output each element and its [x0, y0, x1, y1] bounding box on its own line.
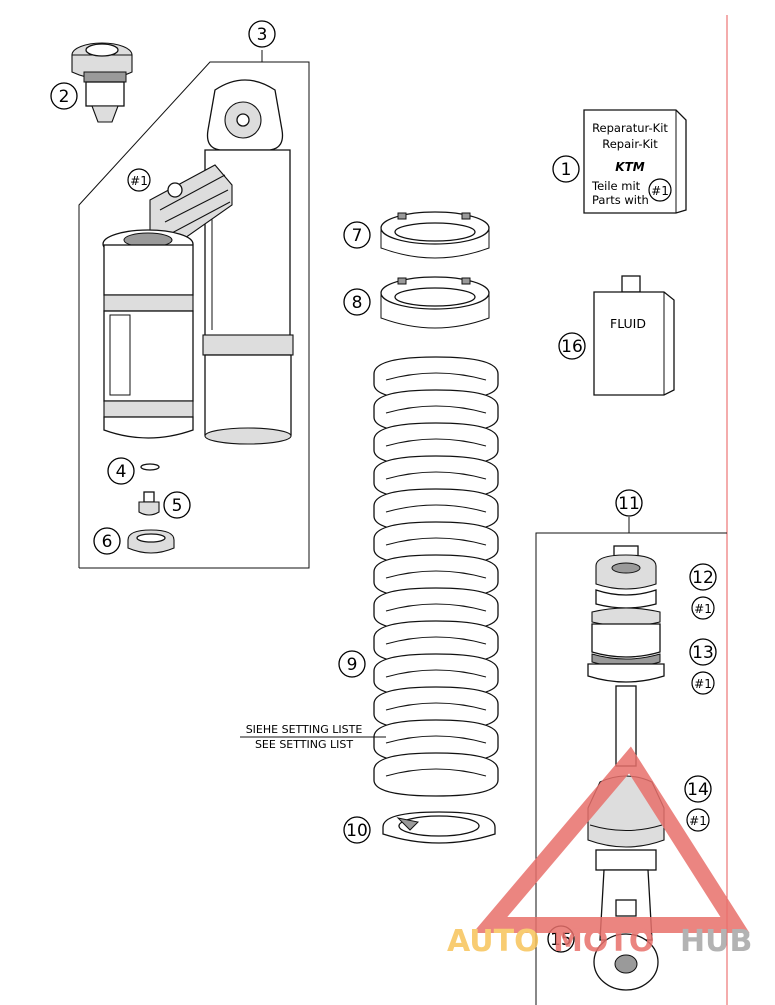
group-frame-11	[535, 532, 727, 1005]
part-damper-body	[102, 79, 294, 445]
spring-coil-edge	[385, 636, 487, 645]
spring-coil-edge	[385, 768, 487, 777]
callout-label: 5	[172, 496, 183, 516]
repair-kit-line4: Parts with	[592, 193, 649, 207]
fluid-bottle: FLUID	[593, 275, 675, 396]
part-spring	[373, 356, 499, 797]
watermark-moto: MOTO	[553, 924, 654, 959]
callout-10: 10	[343, 816, 371, 844]
spring-coil-edge	[385, 603, 487, 612]
kit-marker-label: #1	[689, 814, 707, 828]
callout-13: 13	[689, 638, 717, 666]
callout-label: 8	[352, 293, 363, 313]
part-lock-nut	[380, 276, 490, 329]
callout-6: 6	[93, 527, 121, 555]
callout-1: 1	[552, 155, 580, 183]
spring-coil-edge	[385, 669, 487, 678]
kit-marker: #1	[648, 178, 672, 202]
callout-3: 3	[248, 20, 276, 48]
watermark-hub: HUB	[680, 924, 752, 959]
callout-12: 12	[689, 563, 717, 591]
kit-marker-label: #1	[130, 174, 148, 188]
kit-marker: #1	[686, 808, 710, 832]
callout-label: 10	[346, 821, 368, 841]
repair-kit-line3: Teile mit	[591, 179, 641, 193]
callout-label: 14	[687, 780, 709, 800]
ktm-logo: KTM	[615, 160, 644, 174]
repair-kit-box: Reparatur-Kit Repair-Kit KTM Teile mit P…	[583, 109, 687, 214]
spring-coil-edge	[385, 570, 487, 579]
kit-marker-label: #1	[651, 184, 669, 198]
part-o-ring	[140, 463, 160, 471]
callout-14: 14	[684, 775, 712, 803]
setting-note-line1: SIEHE SETTING LISTE	[246, 723, 363, 736]
kit-marker: #1	[127, 168, 151, 192]
repair-kit-line2: Repair-Kit	[602, 137, 658, 151]
callout-label: 3	[257, 25, 268, 45]
spring-coil-edge	[385, 537, 487, 546]
callout-2: 2	[50, 82, 78, 110]
part-valve	[138, 491, 160, 516]
kit-marker: #1	[691, 596, 715, 620]
callout-11: 11	[615, 489, 643, 517]
spring-coil-edge	[385, 405, 487, 414]
kit-marker-label: #1	[694, 677, 712, 691]
part-reservoir-cap	[71, 42, 133, 123]
setting-note-line2: SEE SETTING LIST	[255, 738, 353, 751]
callout-label: 2	[59, 87, 70, 107]
spring-coil-edge	[385, 471, 487, 480]
callout-9: 9	[338, 650, 366, 678]
callout-label: 15	[550, 930, 572, 950]
spring-coil-edge	[385, 504, 487, 513]
callout-label: 11	[618, 494, 640, 514]
part-spring-retainer	[382, 811, 496, 844]
group-frame-3	[78, 61, 310, 569]
callout-label: 6	[102, 532, 113, 552]
callout-8: 8	[343, 288, 371, 316]
callout-label: 12	[692, 568, 714, 588]
spring-coil-edge	[385, 702, 487, 711]
callout-4: 4	[107, 457, 135, 485]
spring-coil-edge	[385, 735, 487, 744]
callout-label: 13	[692, 643, 714, 663]
callout-label: 1	[561, 160, 572, 180]
part-seal-ring	[127, 529, 175, 554]
repair-kit-line1: Reparatur-Kit	[592, 121, 668, 135]
callout-label: 7	[352, 226, 363, 246]
callout-label: 4	[116, 462, 127, 482]
spring-coil	[373, 752, 499, 797]
callout-16: 16	[558, 332, 586, 360]
spring-coil-edge	[385, 372, 487, 381]
fluid-label: FLUID	[610, 316, 646, 331]
spring-coil-edge	[385, 438, 487, 447]
callout-5: 5	[163, 491, 191, 519]
kit-marker-label: #1	[694, 602, 712, 616]
watermark-auto: AUTO	[447, 924, 540, 959]
callout-label: 16	[561, 337, 583, 357]
callout-7: 7	[343, 221, 371, 249]
callout-label: 9	[347, 655, 358, 675]
watermark-logo: AUTO MOTO HUB	[447, 746, 752, 959]
kit-marker: #1	[691, 671, 715, 695]
part-adjusting-nut	[380, 211, 490, 259]
